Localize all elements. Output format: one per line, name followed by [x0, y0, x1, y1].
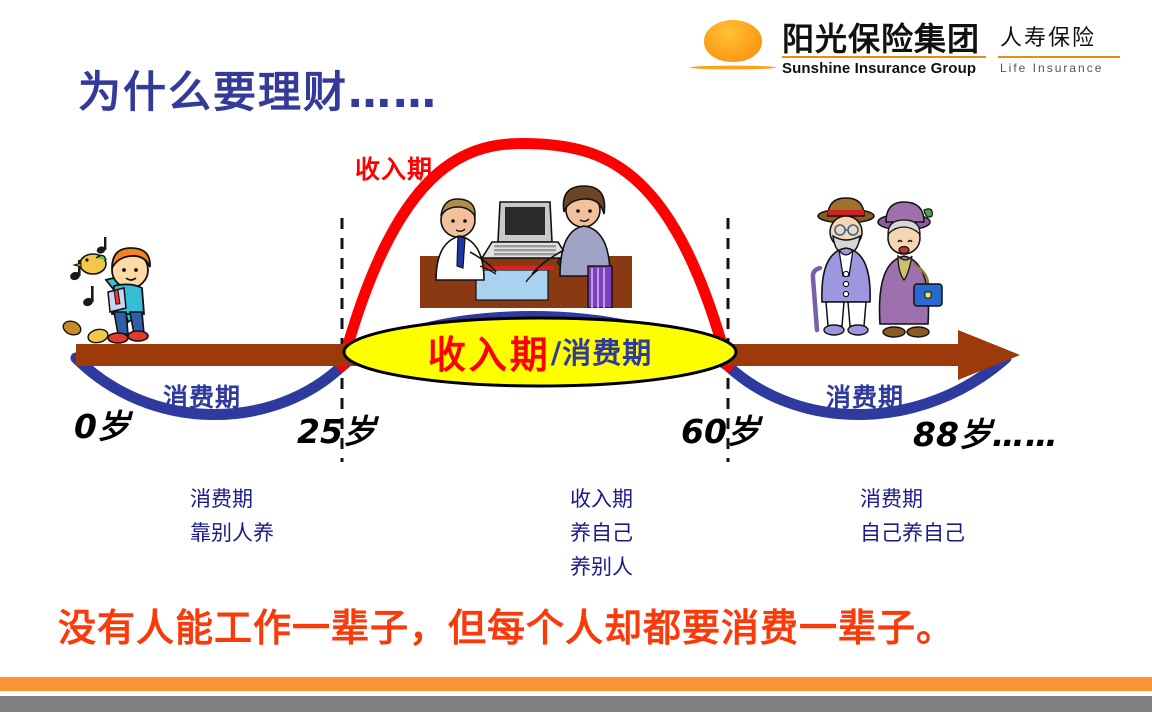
ellipse-label-consumption: /消费期	[550, 336, 653, 370]
footer-orange-bar	[0, 677, 1152, 691]
bird-icon	[72, 253, 107, 275]
sunrise-icon	[704, 20, 762, 62]
consumption-label-left: 消费期	[163, 383, 242, 412]
logo-division-name-en: Life Insurance	[1000, 61, 1104, 75]
logo-company-name-en: Sunshine Insurance Group	[782, 60, 977, 77]
age-label-25: 25岁	[297, 412, 376, 451]
elderly-woman	[877, 201, 943, 338]
description-working-line1: 收入期	[570, 487, 633, 511]
logo-division-divider	[998, 56, 1120, 58]
ellipse-label-group: 收入期 /消费期	[345, 320, 735, 382]
description-working: 收入期 养自己 养别人	[570, 482, 633, 584]
walking-cane-icon	[810, 265, 823, 333]
description-retirement: 消费期 自己养自己	[860, 482, 965, 550]
bottom-caption: 没有人能工作一辈子，但每个人却都要消费一辈子。	[58, 606, 956, 650]
age-label-0: 0岁	[74, 407, 130, 446]
office-workers-clipart	[420, 185, 632, 308]
music-note-icon	[70, 237, 107, 307]
handbag-icon	[913, 262, 943, 307]
logo-company-name-cn: 阳光保险集团	[782, 20, 981, 58]
age-label-60: 60岁	[681, 412, 760, 451]
elderly-man	[810, 197, 875, 336]
male-worker	[435, 198, 497, 281]
child-with-bird-clipart	[62, 237, 151, 344]
sunrise-base-icon	[690, 65, 776, 70]
page-title: 为什么要理财……	[78, 68, 438, 118]
income-curve-label: 收入期	[355, 155, 434, 184]
laptop-icon	[480, 201, 570, 259]
logo-divider	[782, 56, 986, 58]
description-working-line3: 养别人	[570, 555, 633, 579]
description-childhood-line1: 消费期	[190, 487, 253, 511]
logo-division-name-cn: 人寿保险	[1000, 26, 1097, 51]
description-retirement-line2: 自己养自己	[860, 521, 965, 545]
eyeglasses-icon	[834, 224, 859, 236]
female-worker	[525, 185, 613, 308]
description-retirement-line1: 消费期	[860, 487, 923, 511]
ellipse-label-income: 收入期	[427, 332, 551, 377]
description-working-line2: 养自己	[570, 521, 633, 545]
company-logo: 阳光保险集团 Sunshine Insurance Group 人寿保险 Lif…	[678, 8, 1128, 86]
elderly-couple-clipart	[810, 197, 943, 338]
footer-gray-bar	[0, 696, 1152, 712]
ground-birds-icon	[62, 320, 109, 344]
age-label-88: 88岁……	[913, 415, 1058, 454]
consumption-label-right: 消费期	[826, 383, 905, 412]
description-childhood-line2: 靠别人养	[190, 521, 274, 545]
description-childhood: 消费期 靠别人养	[190, 482, 274, 550]
